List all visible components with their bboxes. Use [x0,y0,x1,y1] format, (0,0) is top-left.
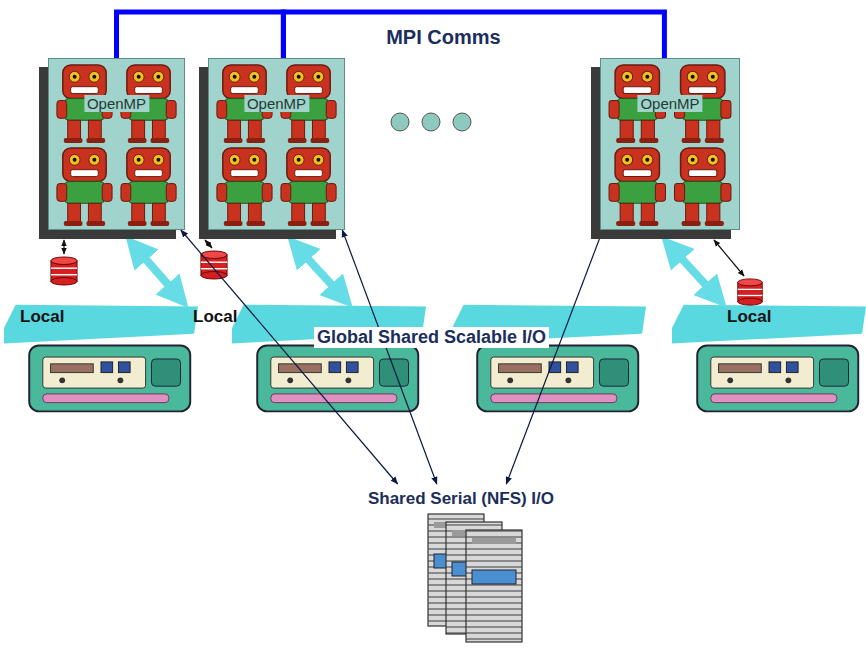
local-disk-label: Local [193,307,237,327]
node-heading: Shared Serial (NFS) I/O [310,484,612,509]
local-disk-arrows [64,240,744,276]
mpi-link [283,12,664,58]
local-disk-label: Local [20,307,64,327]
nfs-server-node: Shared Serial (NFS) I/O [310,484,612,650]
nfs-link [342,230,437,484]
thread-figures [209,59,344,229]
storage-devices [4,305,866,412]
mpi-link [117,12,284,58]
edge-label: MPI Comms [386,26,500,49]
compute-node: OpenMP [48,58,185,230]
nfs-server [310,484,612,650]
node-title: OpenMP [84,95,149,112]
node-title: OpenMP [244,95,309,112]
node-title: OpenMP [637,95,702,112]
thread-figures [49,59,184,229]
ellipsis-dots [391,113,471,131]
nfs-link [181,230,398,484]
scalable-io-arrows [136,248,716,296]
storage-label: Global Shared Scalable I/O [314,327,549,348]
nfs-link [506,230,603,484]
compute-node: OpenMP [208,58,345,230]
local-disk-label: Local [727,307,771,327]
compute-node: OpenMP [600,58,740,230]
thread-figures [601,59,739,229]
